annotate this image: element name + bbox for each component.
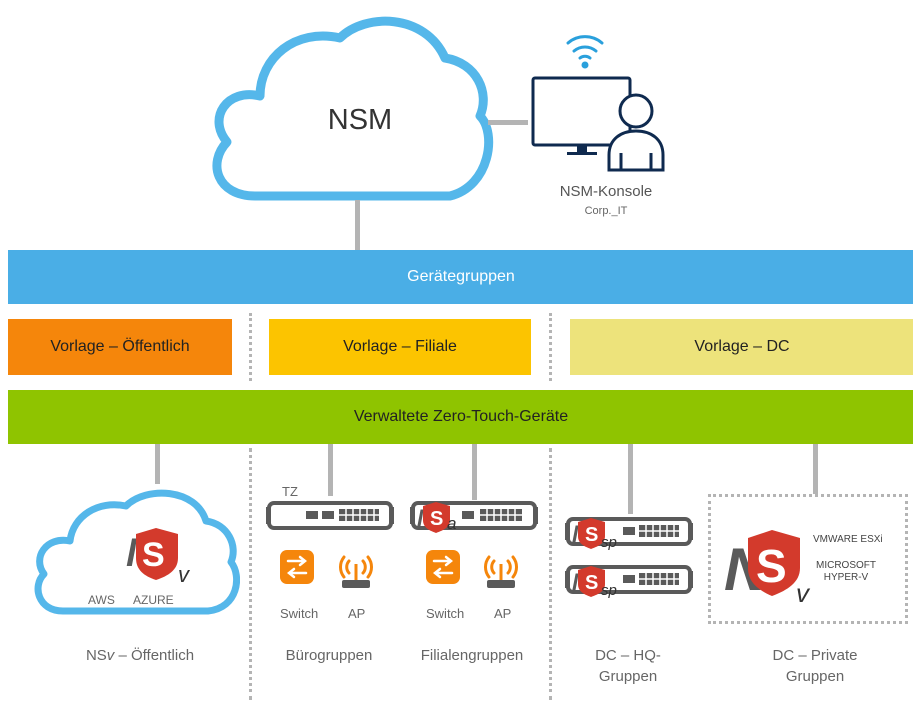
hyperv-label: MICROSOFT HYPER-V	[816, 560, 876, 583]
aws-label: AWS	[88, 593, 115, 607]
branch-caption: Filialengruppen	[420, 647, 524, 664]
separator-1	[249, 313, 252, 381]
branch-switch-label: Switch	[426, 606, 465, 621]
svg-text:S: S	[756, 540, 787, 592]
connector-branch	[472, 444, 477, 500]
zero-touch-band: Verwaltete Zero-Touch-Geräte	[8, 390, 913, 444]
nsm-label: NSM	[327, 104, 393, 136]
separator-2	[549, 313, 552, 381]
vmware-label: VMWARE ESXi	[813, 534, 883, 545]
svg-text:S: S	[585, 572, 598, 594]
template-branch-band: Vorlage – Filiale	[269, 319, 531, 375]
nsm-cloud	[212, 16, 494, 201]
device-groups-label: Gerätegruppen	[407, 268, 515, 285]
connector-dc-private	[813, 444, 818, 494]
svg-text:sp: sp	[601, 534, 617, 551]
public-cloud: N S v	[34, 489, 240, 615]
cloud-down-connector	[355, 200, 360, 250]
branch-ap-icon	[484, 555, 518, 588]
office-caption: Bürogruppen	[285, 647, 373, 664]
nsa-firewall-icon: N S a	[410, 501, 538, 533]
svg-text:sp: sp	[601, 582, 617, 599]
separator-1-lower	[249, 448, 252, 700]
template-dc-label: Vorlage – DC	[694, 338, 790, 355]
office-switch-icon	[280, 550, 314, 584]
svg-text:v: v	[178, 562, 191, 587]
office-ap-icon	[339, 555, 373, 588]
console-title: NSM-Konsole	[559, 183, 653, 200]
public-caption: NSv – Öffentlich	[85, 647, 195, 664]
tz-label: TZ	[282, 484, 298, 499]
dc-private-caption: DC – Private Gruppen	[772, 647, 858, 685]
branch-ap-label: AP	[494, 606, 512, 621]
template-public-band: Vorlage – Öffentlich	[8, 319, 232, 375]
nssp-firewall-top-icon: N S sp	[565, 517, 693, 551]
connector-dc-hq	[628, 444, 633, 514]
cloud-console-connector	[488, 120, 528, 125]
device-groups-band: Gerätegruppen	[8, 250, 913, 304]
office-ap-label: AP	[348, 606, 366, 621]
template-dc-band: Vorlage – DC	[570, 319, 913, 375]
console-subtitle: Corp._IT	[584, 205, 628, 217]
template-public-label: Vorlage – Öffentlich	[50, 338, 190, 355]
private-dc-box	[708, 494, 908, 624]
svg-text:a: a	[447, 514, 456, 533]
dc-hq-caption: DC – HQ- Gruppen	[595, 647, 661, 685]
azure-label: AZURE	[133, 593, 174, 607]
office-switch-label: Switch	[280, 606, 319, 621]
nssp-firewall-bottom-icon: N S sp	[565, 565, 693, 599]
branch-switch-icon	[426, 550, 460, 584]
nsv-logo-icon: N S v	[126, 528, 191, 587]
separator-2-lower	[549, 448, 552, 700]
nsv-private-logo-icon: N S v	[724, 530, 811, 608]
template-branch-label: Vorlage – Filiale	[343, 338, 457, 355]
svg-text:v: v	[796, 578, 811, 608]
svg-text:S: S	[142, 536, 165, 574]
connector-office	[328, 444, 333, 496]
zero-touch-label: Verwaltete Zero-Touch-Geräte	[353, 408, 569, 425]
tz-firewall-icon	[266, 501, 394, 530]
svg-text:S: S	[585, 524, 598, 546]
connector-public	[155, 444, 160, 484]
svg-text:S: S	[430, 508, 443, 530]
nsm-console-icon	[531, 35, 665, 172]
